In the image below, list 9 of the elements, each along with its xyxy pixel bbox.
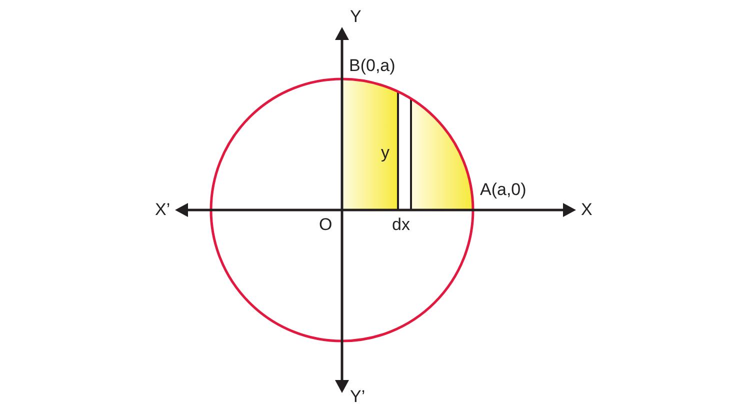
axis-label: Y: [350, 8, 362, 25]
axis-label: X’: [155, 201, 170, 218]
axis-label: Y’: [350, 388, 366, 405]
origin-label: O: [319, 216, 332, 233]
point-label: A(a,0): [480, 181, 526, 198]
strip-height-label: y: [381, 144, 390, 161]
point-label: B(0,a): [349, 57, 396, 74]
axis-label: X: [581, 201, 592, 218]
strip-width-label: dx: [392, 216, 410, 233]
